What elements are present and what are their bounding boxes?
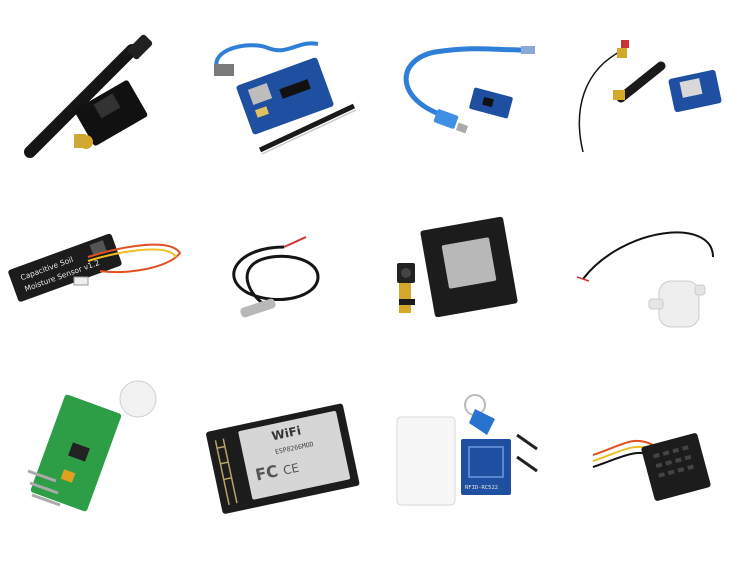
product-dht22 [562,374,750,562]
product-pir-sensor [0,374,188,562]
ce-label: CE [281,460,300,477]
product-arduino-nano [375,0,563,188]
pir-motion-sensor-icon [27,380,157,511]
product-arduino-uno [187,0,375,188]
mini-water-pump-icon [576,231,714,328]
product-gsm-module [562,0,750,188]
esp32-cam-module-icon [397,217,518,318]
nrf24-antenna-module-icon [24,34,153,158]
wifi-label: WiFi [270,423,302,443]
arduino-uno-board-icon [213,41,356,155]
gsm-sim800-module-icon [578,40,721,153]
capacitive-soil-sensor-icon: Capacitive Soil Moisture Sensor v1.2 [8,234,182,303]
fc-label: FC [253,461,279,484]
esp8266-wifi-module-icon: WiFi ESP8266MOD FC CE [205,403,359,514]
product-rfid-kit: RFID-RC522 [375,374,563,562]
ds18b20-temperature-probe-icon [231,236,320,318]
rfid-board-label: RFID-RC522 [465,485,498,491]
dht22-humidity-sensor-icon [592,432,711,501]
product-esp8266: WiFi ESP8266MOD FC CE [187,374,375,562]
rfid-rc522-kit-icon: RFID-RC522 [396,393,538,506]
arduino-nano-usb-cable-icon [403,46,535,134]
product-nrf24-module [0,0,188,188]
product-water-pump [562,187,750,375]
product-esp32-cam [375,187,563,375]
product-soil-sensor: Capacitive Soil Moisture Sensor v1.2 [0,187,188,375]
product-temperature-probe [187,187,375,375]
